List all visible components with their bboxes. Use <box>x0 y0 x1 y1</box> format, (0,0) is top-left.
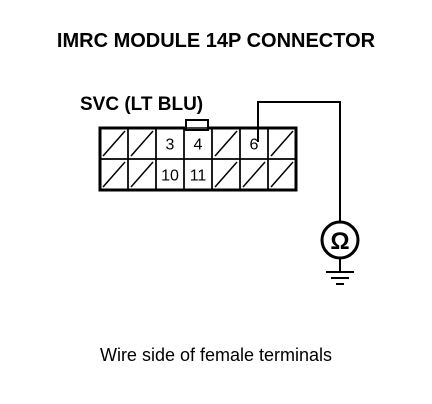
terminal-number-4: 4 <box>194 137 203 154</box>
terminal-number-10: 10 <box>161 168 179 185</box>
unused-terminal-mark <box>102 130 126 157</box>
diagram-caption: Wire side of female terminals <box>99 345 333 365</box>
connector-cell <box>267 158 297 191</box>
terminal-number-3: 3 <box>166 137 175 154</box>
diagram-title: IMRC MODULE 14P CONNECTOR <box>56 30 376 52</box>
unused-terminal-mark <box>214 161 238 188</box>
svc-wire-label: SVC (LT BLU) <box>80 94 204 115</box>
ohm-symbol: Ω <box>330 228 349 255</box>
terminal-number-11: 11 <box>190 168 207 185</box>
terminal-number-6: 6 <box>250 137 259 154</box>
ground-icon <box>326 271 354 285</box>
unused-terminal-mark <box>270 130 294 157</box>
unused-terminal-mark <box>130 130 154 157</box>
unused-terminal-mark <box>242 161 266 188</box>
unused-terminal-mark <box>270 161 294 188</box>
test-lead-wire <box>257 101 341 222</box>
connector-cells: 3 4 6 10 11 <box>99 127 297 191</box>
unused-terminal-mark <box>102 161 126 188</box>
connector-lock-tab <box>185 119 209 131</box>
unused-terminal-mark <box>130 161 154 188</box>
unused-terminal-mark <box>214 130 238 157</box>
